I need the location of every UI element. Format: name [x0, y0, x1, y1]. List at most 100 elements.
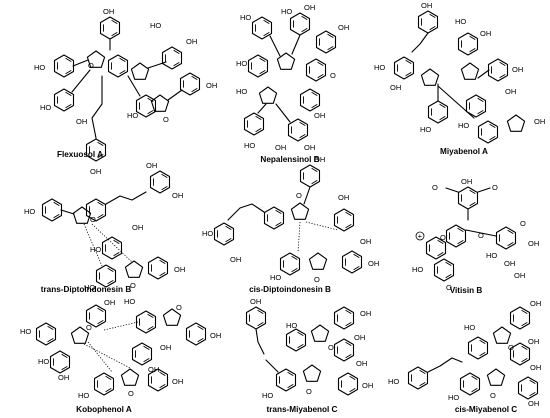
resorcinol-ring-icon [149, 170, 171, 194]
compound-name: Miyabenol A [440, 147, 488, 156]
oxygen-label: O [130, 281, 136, 290]
hydroxyl-label: HO [124, 297, 135, 306]
hydroxyl-label: OH [210, 331, 221, 340]
phenol-ring-icon [185, 322, 207, 346]
hydroxyl-label: HO [412, 265, 423, 274]
oxygen-label: O [314, 275, 320, 284]
hydroxyl-label: HO [236, 59, 247, 68]
flexuosol-a-structure: HO OH O HO OH OH HO OH OH HO O Flexuosol… [34, 7, 217, 176]
oxygen-label: O [328, 343, 334, 352]
hydroxyl-label: OH [206, 81, 217, 90]
hydroxyl-label: HO [420, 125, 431, 134]
glucose-ring-icon [495, 226, 517, 250]
hydroxyl-label: OH [530, 299, 541, 308]
oxygen-label: O [306, 387, 312, 396]
hydroxyl-label: HO [38, 357, 49, 366]
phenol-ring-icon [517, 376, 539, 400]
dihydrofuran-ring-icon [460, 62, 480, 80]
hydroxyl-label: HO [455, 17, 466, 26]
resorcinol-ring-icon [333, 208, 355, 232]
benzofuran-ring-icon [459, 372, 481, 396]
hydroxyl-label: OH [103, 7, 114, 16]
hydroxyl-label: HO [448, 393, 459, 402]
benzofuran-ring-icon [275, 368, 297, 392]
syringyl-ring-icon [457, 186, 479, 210]
benzofuran-ring-icon [93, 372, 115, 396]
oxygen-label: O [508, 343, 514, 352]
trans-diptoindonesin-b-structure: OH OH O HO OH HO OH HO O trans-Diptoindo… [24, 161, 185, 294]
phenol-ring-icon [251, 16, 273, 40]
methoxy-oxygen-label: O [492, 183, 498, 192]
phenol-ring-icon [427, 100, 449, 124]
phenol-ring-icon [341, 250, 363, 274]
phenol-ring-icon [35, 322, 57, 346]
benzofuran-ring-icon [467, 336, 489, 360]
phenol-ring-icon [41, 198, 63, 222]
resorcinol-ring-icon [101, 236, 123, 260]
hydroxyl-label: OH [148, 365, 159, 374]
hydroxyl-label: OH [368, 259, 379, 268]
compound-name: trans-Diptoindonesin B [41, 285, 132, 294]
phenol-ring-icon [147, 256, 169, 280]
hydroxyl-label: OH [132, 223, 143, 232]
hydroxyl-label: HO [24, 207, 35, 216]
hydroxyl-label: OH [360, 237, 371, 246]
cis-miyabenol-c-structure: HO HO O OH OH OH HO O OH cis-Miyabenol C [388, 299, 541, 414]
hydroxyl-label: OH [356, 359, 367, 368]
hydroxyl-label: OH [505, 87, 516, 96]
benzofuran-ring-icon [95, 264, 117, 288]
hydroxyl-label: HO [90, 245, 101, 254]
phenol-ring-icon [99, 16, 121, 40]
hydroxyl-label: HO [486, 251, 497, 260]
hydroxyl-label: OH [354, 333, 365, 342]
resorcinol-ring-icon [289, 12, 311, 36]
resorcinol-ring-icon [393, 56, 415, 80]
dihydrofuran-ring-icon [492, 326, 512, 344]
ring-oxygen-label: O [520, 219, 526, 228]
hydroxyl-label: OH [314, 155, 325, 164]
hydroxyl-label: OH [390, 83, 401, 92]
cyclopentane-ring-icon [258, 86, 278, 104]
hydroxyl-label: OH [174, 265, 185, 274]
phenol-ring-icon [337, 372, 359, 396]
hydroxyl-label: OH [514, 271, 525, 280]
glycosidic-oxygen-label: O [478, 231, 484, 240]
hydroxyl-label: OH [504, 259, 515, 268]
benzofuran-ring-icon [279, 252, 301, 276]
resorcinol-ring-icon [457, 32, 479, 56]
hydroxyl-label: OH [360, 309, 371, 318]
hydroxyl-label: OH [172, 191, 183, 200]
benzofuran-ring-icon [263, 206, 285, 230]
hydroxyl-label: OH [146, 161, 157, 170]
resorcinol-ring-icon [53, 88, 75, 112]
hydroxyl-label: OH [76, 117, 87, 126]
hydroxyl-label: HO [244, 141, 255, 150]
hydroxyl-label: OH [362, 381, 373, 390]
resorcinol-ring-icon [161, 46, 183, 70]
hydroxyl-label: HO [78, 391, 89, 400]
pyrylium-ring-icon [445, 224, 467, 248]
oxygen-label: O [296, 191, 302, 200]
benzene-ring-icon [247, 54, 269, 78]
resorcinol-ring-icon [213, 222, 235, 246]
dihydrofuran-ring-icon [130, 62, 150, 80]
charge-label: + [418, 232, 423, 241]
trans-miyabenol-c-structure: OH HO O OH OH OH HO O OH trans-Miyabenol… [245, 297, 373, 414]
oxygen-label: O [176, 303, 182, 312]
methoxy-oxygen-label: O [432, 183, 438, 192]
dihydrofuran-ring-icon [310, 324, 330, 342]
phenol-ring-icon [417, 10, 439, 34]
hydroxyl-label: OH [160, 343, 171, 352]
oxygen-label: O [446, 283, 452, 292]
hydroxyl-label: HO [127, 111, 138, 120]
hydroxyl-label: OH [90, 167, 101, 176]
hydroxyl-label: OH [480, 29, 491, 38]
nepalensinol-b-structure: HO HO OH OH HO O HO OH HO OH OH Nepalens… [236, 3, 349, 164]
hydroxyl-label: HO [270, 273, 281, 282]
hydroxyl-label: OH [58, 373, 69, 382]
cis-diptoindonesin-b-structure: OH O OH HO OH OH OH HO O cis-Diptoindone… [202, 155, 379, 294]
benzofuran-ring-icon [135, 310, 157, 334]
dihydrofuran-ring-icon [506, 114, 526, 132]
hydroxyl-label: HO [374, 63, 385, 72]
